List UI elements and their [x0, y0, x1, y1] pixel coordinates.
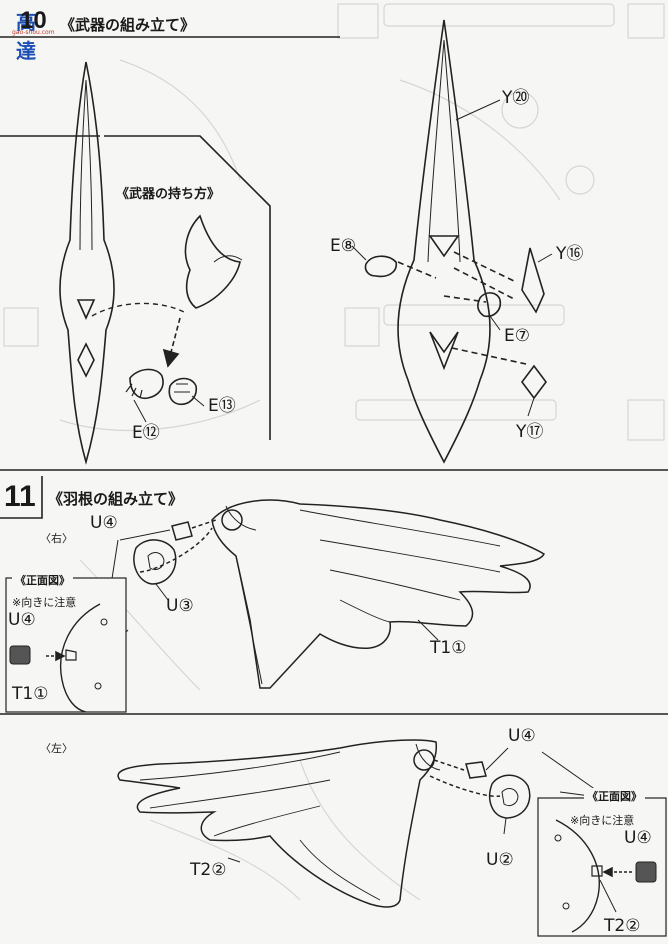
part-y17: Y⑰ — [516, 422, 544, 442]
left-part-u4: U④ — [508, 726, 536, 746]
right-front-view-title: 《正面図》 — [12, 572, 73, 588]
watermark-logo: 高達 gao-shou.com — [2, 2, 58, 63]
step10-title: 《武器の組み立て》 — [60, 16, 196, 34]
watermark-chars: 高達 — [16, 10, 38, 63]
right-side-label: 〈右〉 — [40, 532, 73, 545]
left-front-view-t2: T2② — [604, 916, 641, 936]
step10-number: 10 — [20, 7, 47, 34]
right-front-view-note: ※向きに注意 — [12, 596, 77, 609]
step10-grip-title: 《武器の持ち方》 — [116, 187, 221, 202]
left-part-u2: U② — [486, 850, 514, 870]
part-e12: E⑫ — [132, 423, 160, 443]
part-e7: E⑦ — [504, 326, 530, 346]
step11-title: 《羽根の組み立て》 — [48, 490, 184, 508]
part-y20: Y⑳ — [502, 88, 530, 108]
right-part-u3: U③ — [166, 596, 194, 616]
left-front-view-u4: U④ — [624, 828, 652, 848]
left-side-label: 〈左〉 — [40, 742, 73, 755]
left-front-view-note: ※向きに注意 — [570, 814, 635, 827]
part-e13: E⑬ — [208, 396, 236, 416]
watermark-url: gao-shou.com — [12, 29, 55, 36]
part-e8: E⑧ — [330, 236, 356, 256]
right-front-view-u4: U④ — [8, 610, 36, 630]
part-y16: Y⑯ — [556, 244, 584, 264]
right-part-t1: T1① — [430, 638, 467, 658]
left-front-view-title: 《正面図》 — [584, 788, 645, 804]
left-part-t2: T2② — [190, 860, 227, 880]
right-front-view-t1: T1① — [12, 684, 49, 704]
step11-number: 11 — [4, 480, 36, 513]
right-part-u4: U④ — [90, 513, 118, 533]
